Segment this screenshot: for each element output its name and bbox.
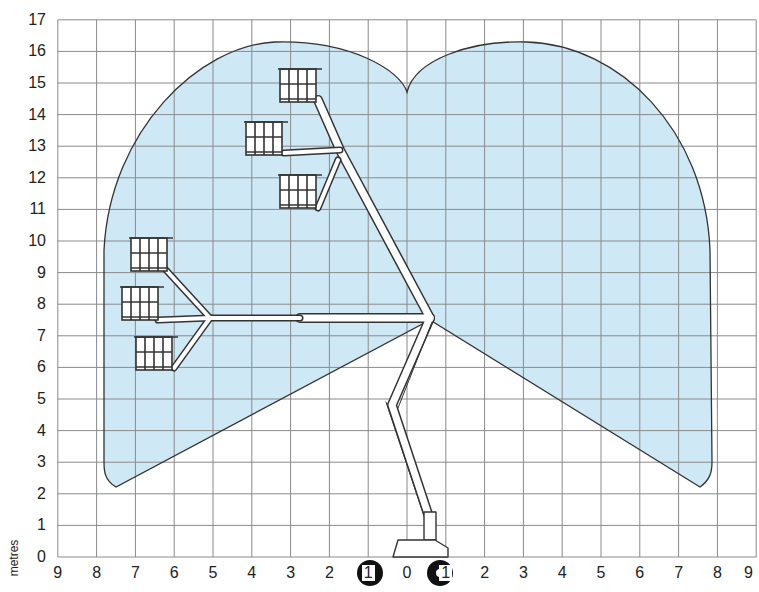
axis-tick-label: 6 xyxy=(37,359,46,375)
axis-tick-label: 9 xyxy=(51,565,64,581)
axis-tick-label: 1 xyxy=(37,517,46,533)
axis-tick-label: 2 xyxy=(323,565,336,581)
platform-baskets xyxy=(120,69,322,370)
axis-tick-label: 8 xyxy=(711,565,724,581)
axis-tick-label: 10 xyxy=(28,233,46,249)
axis-tick-label: 7 xyxy=(37,328,46,344)
axis-tick-label: 13 xyxy=(28,138,46,154)
axis-tick-label: 4 xyxy=(245,565,258,581)
boom-lift xyxy=(158,100,453,586)
axis-tick-label: 15 xyxy=(28,75,46,91)
axis-tick-label: 17 xyxy=(28,12,46,28)
grid xyxy=(58,20,756,557)
axis-tick-label: 5 xyxy=(595,565,608,581)
axis-tick-label: 11 xyxy=(29,201,46,217)
axis-title: metres xyxy=(8,540,20,577)
axis-tick-label: 5 xyxy=(207,565,220,581)
axis-tick-label: 16 xyxy=(28,43,46,59)
axis-tick-label: 8 xyxy=(37,296,46,312)
axis-tick-label: 3 xyxy=(517,565,530,581)
axis-tick-label: 4 xyxy=(37,423,46,439)
axis-tick-label: 1 xyxy=(362,565,375,581)
axis-tick-label: 8 xyxy=(90,565,103,581)
working-envelope-fill xyxy=(104,42,712,487)
axis-tick-label: 7 xyxy=(672,565,685,581)
axis-tick-label: 1 xyxy=(439,565,452,581)
axis-tick-label: 12 xyxy=(28,170,46,186)
axis-tick-label: 5 xyxy=(37,391,46,407)
axis-tick-label: 2 xyxy=(478,565,491,581)
axis-tick-label: 4 xyxy=(556,565,569,581)
axis-tick-label: 7 xyxy=(129,565,142,581)
axis-tick-label: 0 xyxy=(37,549,46,565)
axis-tick-label: 3 xyxy=(37,454,46,470)
axis-tick-label: 3 xyxy=(284,565,297,581)
axis-tick-label: 9 xyxy=(742,565,755,581)
axis-tick-label: 0 xyxy=(401,565,414,581)
working-envelope-outline xyxy=(104,42,712,487)
axis-tick-label: 2 xyxy=(37,486,46,502)
axis-tick-label: 6 xyxy=(168,565,181,581)
axis-tick-label: 9 xyxy=(37,265,46,281)
axis-tick-label: 14 xyxy=(28,107,46,123)
axis-tick-label: 6 xyxy=(633,565,646,581)
